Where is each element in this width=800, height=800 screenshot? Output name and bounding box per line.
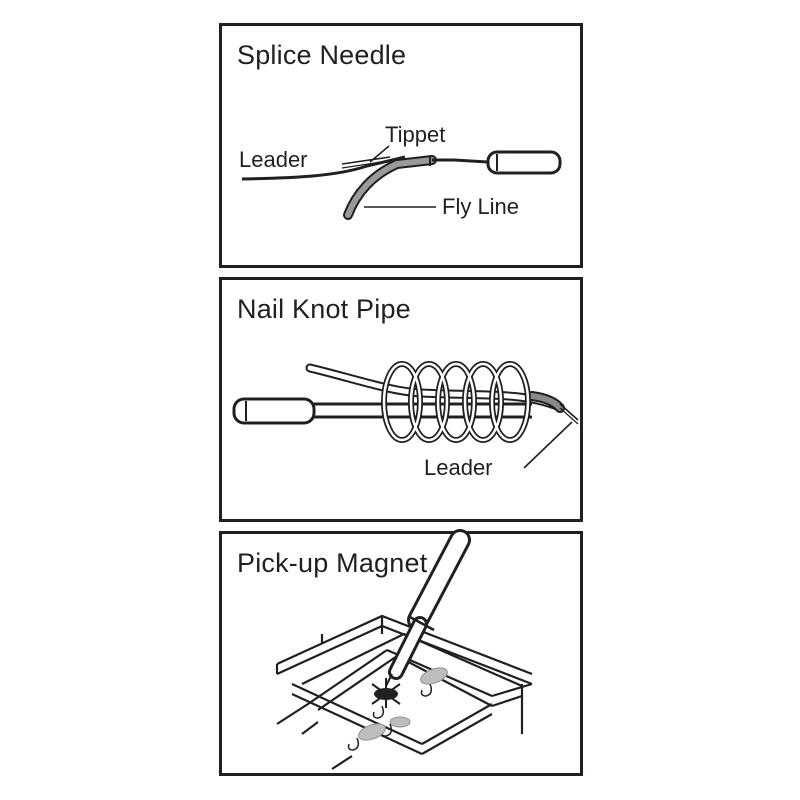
knot-coils (381, 361, 531, 443)
panel-title: Splice Needle (237, 40, 407, 70)
panel-title: Pick-up Magnet (237, 548, 428, 578)
leader-line (559, 403, 579, 421)
nail-knot-pipe-illustration (232, 361, 579, 469)
pick-up-magnet-illustration (275, 529, 533, 770)
splice-needle-panel: Splice Needle Tippet Leader Fly Line (219, 23, 583, 268)
pick-up-magnet-panel: Pick-up Magnet (219, 529, 583, 776)
nail-knot-pipe-panel: Nail Knot Pipe Leader (219, 277, 583, 522)
fly-line-label: Fly Line (442, 194, 520, 219)
leader-line (241, 155, 406, 181)
splice-needle-illustration (241, 145, 562, 220)
needle-handle (486, 150, 562, 175)
leader-label: Leader (424, 455, 493, 480)
fly-box-grid (275, 614, 533, 770)
panel-title: Nail Knot Pipe (237, 294, 411, 324)
picked-fly (371, 678, 401, 708)
pipe-handle (232, 397, 316, 425)
needle-shaft (432, 158, 489, 164)
leader-label: Leader (239, 147, 308, 172)
tippet-label: Tippet (385, 122, 446, 147)
needle-tip (341, 156, 391, 165)
magnet-wand (385, 529, 471, 687)
